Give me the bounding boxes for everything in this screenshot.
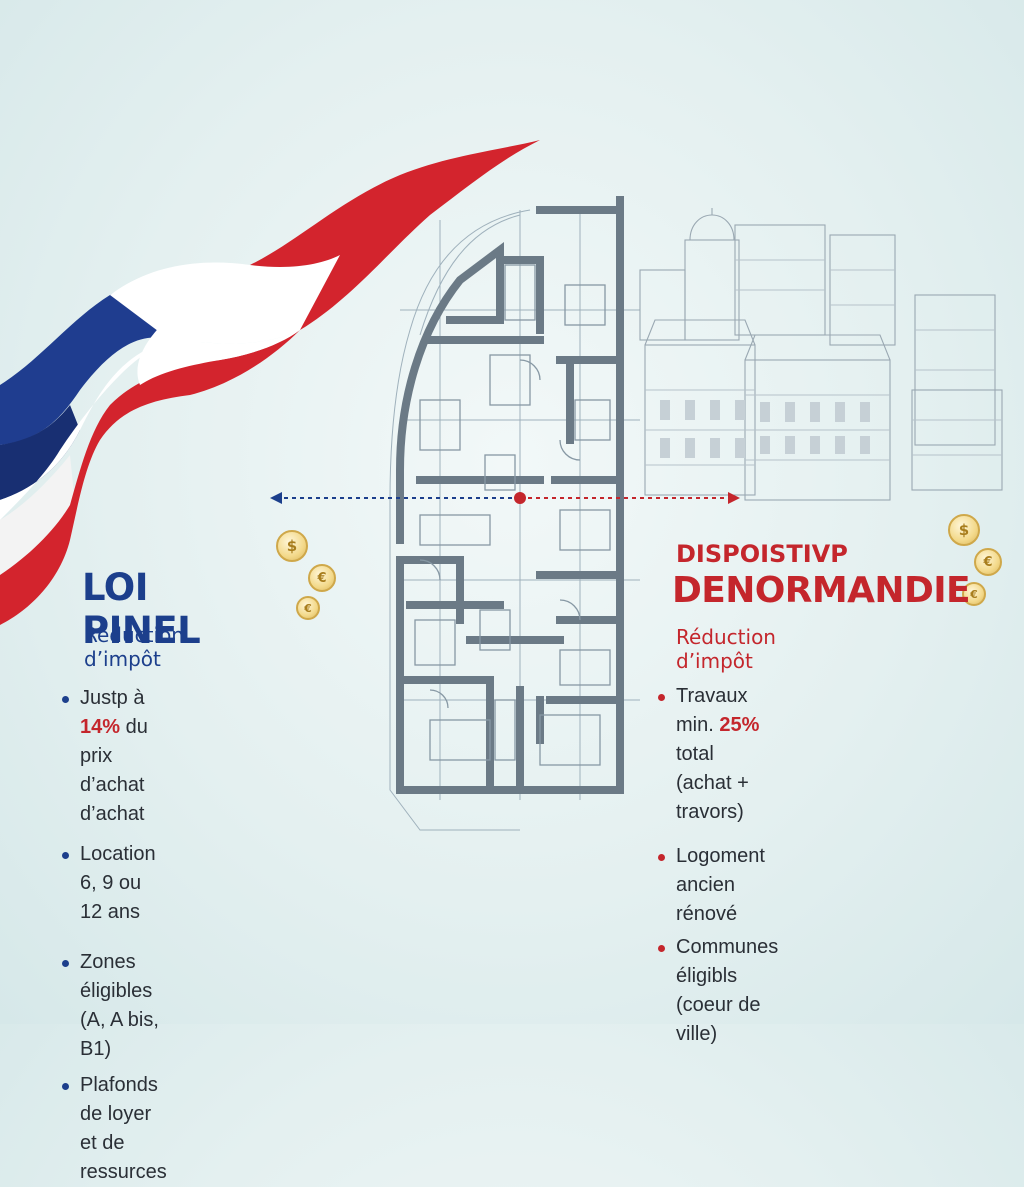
list-item: Communes éligibls (coeur de ville) [658,933,778,1049]
bullet-dot [62,1083,69,1090]
highlight-percent: 25% [719,714,760,736]
loi-pinel-list: Justp à 14% du prix d’achat d’achat Loca… [62,684,167,1187]
bullet-dot [62,696,69,703]
dollar-coin-icon: $ [948,514,980,546]
list-item: Travaux min. 25% total (achat + travors) [658,682,778,827]
bullet-dot [658,945,665,952]
list-item: Justp à 14% du prix d’achat d’achat [62,684,167,829]
euro-coin-icon: € [308,564,336,592]
list-item: Zones éligibles (A, A bis, B1) [62,948,167,1064]
center-dot [514,492,526,504]
denormandie-title-line2: DENORMANDIE [672,570,971,611]
euro-coin-icon: € [974,548,1002,576]
bullet-dot [62,852,69,859]
highlight-percent: 14% [80,716,121,738]
list-item: Plafonds de loyer et de ressurces [62,1071,167,1187]
list-item: Logoment ancien rénové [658,842,778,929]
floor-plan-drawing [389,196,640,831]
bullet-dot [62,960,69,967]
bullet-dot [658,854,665,861]
loi-pinel-title: LOI PINEL [82,566,201,652]
comparison-arrows [270,492,740,504]
list-item: Location 6, 9 ou 12 ans [62,840,167,927]
euro-coin-icon: € [962,582,986,606]
buildings-sketch [639,208,1003,501]
loi-pinel-subtitle: Réduction d’impôt [84,623,184,671]
denormandie-subtitle: Réduction d’impôt [676,625,776,673]
denormandie-list: Travaux min. 25% total (achat + travors)… [658,682,778,1049]
bullet-dot [658,694,665,701]
denormandie-title-line1: DISPOISTIVP [676,540,848,568]
flag-blue-stripe [0,282,190,445]
flag-red-stripe [250,140,540,330]
euro-coin-icon: € [296,596,320,620]
dollar-coin-icon: $ [276,530,308,562]
french-flag-ribbon [0,140,540,625]
flag-white-stripe [0,255,340,520]
